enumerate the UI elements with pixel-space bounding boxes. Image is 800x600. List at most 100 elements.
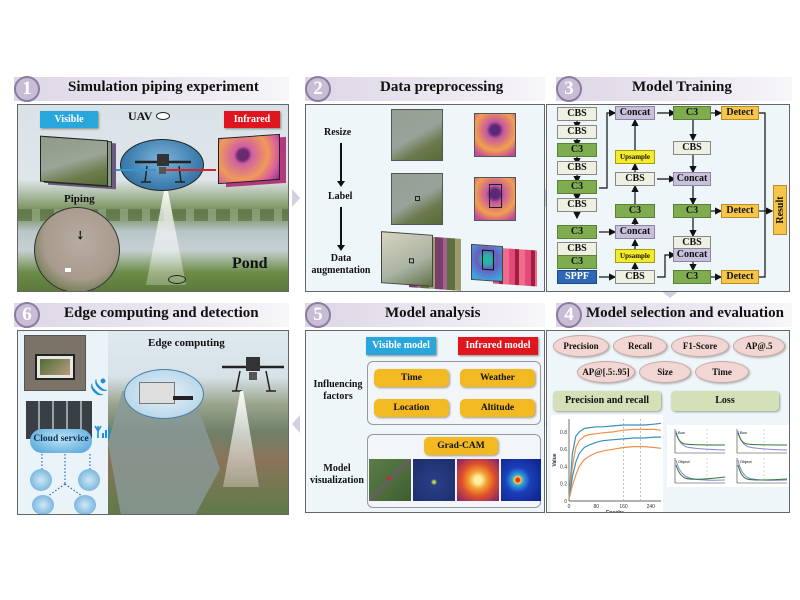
arrow-down [340,207,342,247]
remote-controller-photo [24,335,86,391]
series-line-orange-upper [568,428,662,500]
tablet-device-icon [30,469,52,491]
bounding-box [489,184,502,208]
notebook-device-icon [74,495,96,514]
head-c3: C3 [673,204,711,218]
piping-magnifier-circle: ➘ [34,207,120,291]
uav-label: UAV [128,109,153,123]
camera-beam [146,191,186,285]
panel-title: Data preprocessing [380,79,504,95]
step-number-badge: 5 [305,302,331,328]
backbone-cbs: CBS [557,161,597,175]
gradcam-visible-image [369,459,411,501]
precision-recall-button: Precision and recall [553,391,661,411]
infrared-resized-image [474,113,516,157]
backbone-cbs: CBS [557,107,597,121]
x-tick-label: 240 [647,504,656,510]
head-concat: Concat [673,172,711,186]
panel-body: ((• Cloud service Edge computing [17,330,289,515]
uav-small-ellipse [156,112,170,120]
y-tick-label: 0.6 [560,447,567,453]
detection-box [387,477,391,480]
flow-arrow-3-4 [660,290,680,298]
panel-title: Model Training [632,79,732,95]
visible-resized-image [391,109,443,161]
gradcam-infrared-heatmap [501,459,541,501]
uav-magnifier-ellipse [120,139,204,191]
panel-title: Model selection and evaluation [586,305,784,321]
cloud-icon: Cloud service [30,429,92,453]
panel-model-training: 3 Model Training [546,76,792,294]
backbone-cbs: CBS [557,198,597,212]
x-tick-label: 160 [619,504,628,510]
step-data-augmentation: Data augmentation [311,253,371,276]
arrow-down [340,143,342,183]
loss-curve-green [675,464,726,480]
visible-model-tag: Visible model [366,337,436,355]
gradcam-visible-heatmap [413,459,455,501]
loss-subplot-title: Object [678,459,690,464]
bounding-box [409,258,414,264]
panel-title: Model analysis [385,305,481,321]
y-tick-label: 0.8 [560,430,567,436]
visible-image-stack [40,135,116,190]
metric-precision: Precision [553,335,609,357]
y-tick-label: 0 [564,499,567,505]
drone-icon [222,357,284,392]
panel-header: 5 Model analysis [305,302,545,328]
step-resize: Resize [324,127,352,138]
gradcam-infrared-image [457,459,499,501]
step-number-badge: 4 [556,302,582,328]
panel-body: Visible Infrared UAV Piping ➘ [17,104,289,292]
head-concat: Concat [673,248,711,262]
panel-simulation-piping: 1 Simulation piping experiment Visible I… [14,76,289,294]
panel-data-preprocessing: 2 Data preprocessing Resize Label Data a… [305,76,545,294]
monitor-device-icon [32,495,54,514]
factor-time: Time [374,369,449,387]
influencing-factors-label: Influencing factors [313,379,363,402]
bounding-box [482,249,494,271]
panel-header: 2 Data preprocessing [305,76,545,102]
detect-head: Detect [721,204,759,218]
backbone-c3: C3 [557,255,597,269]
loss-charts: Box Object Box Object [667,425,789,487]
loss-subplot-title: Box [740,430,747,435]
panel-body: CBS CBS C3 CBS C3 CBS C3 CBS C3 SPPF Con… [546,104,790,292]
visible-augmented-stack [381,231,465,291]
edge-device-ellipse [124,369,204,419]
edge-computing-label: Edge computing [148,337,225,349]
neck-concat: Concat [615,225,655,239]
laptop-device-icon [78,469,100,491]
backbone-c3: C3 [557,143,597,157]
pond-ellipse [168,275,186,284]
factor-altitude: Altitude [460,399,535,417]
step-number-badge: 3 [556,76,582,102]
step-label: Label [328,191,353,202]
camera-beam [223,391,259,487]
series-line-blue-upper [568,422,662,500]
x-tick-label: 0 [568,504,571,510]
panel-body: Precision Recall F1-Score AP@.5 AP@[.5:.… [546,330,790,513]
cloud-service-label: Cloud service [33,434,89,444]
gradcam-label: Grad-CAM [424,437,498,455]
loss-button: Loss [671,391,779,411]
loss-curve-green [737,464,788,481]
metric-time: Time [695,361,749,383]
panel-title: Edge computing and detection [64,305,259,321]
arrowhead-down [337,181,345,187]
series-line-blue-lower [568,436,661,500]
panel-header: 1 Simulation piping experiment [14,76,289,102]
y-tick-label: 0.4 [560,464,567,470]
flow-arrow-1-2 [292,189,300,207]
neck-upsample: Upsample [615,249,655,263]
bounding-box [415,196,420,201]
neck-upsample: Upsample [615,150,655,164]
loss-subplot-title: Object [740,459,752,464]
backbone-sppf: SPPF [557,270,597,284]
backbone-cbs: CBS [557,125,597,139]
infrared-image-stack [218,133,288,188]
loss-curve-purple [675,459,726,481]
model-visualization-label: Model visualization [310,463,364,486]
network-links [41,454,91,497]
panel-header: 4 Model selection and evaluation [556,302,792,328]
